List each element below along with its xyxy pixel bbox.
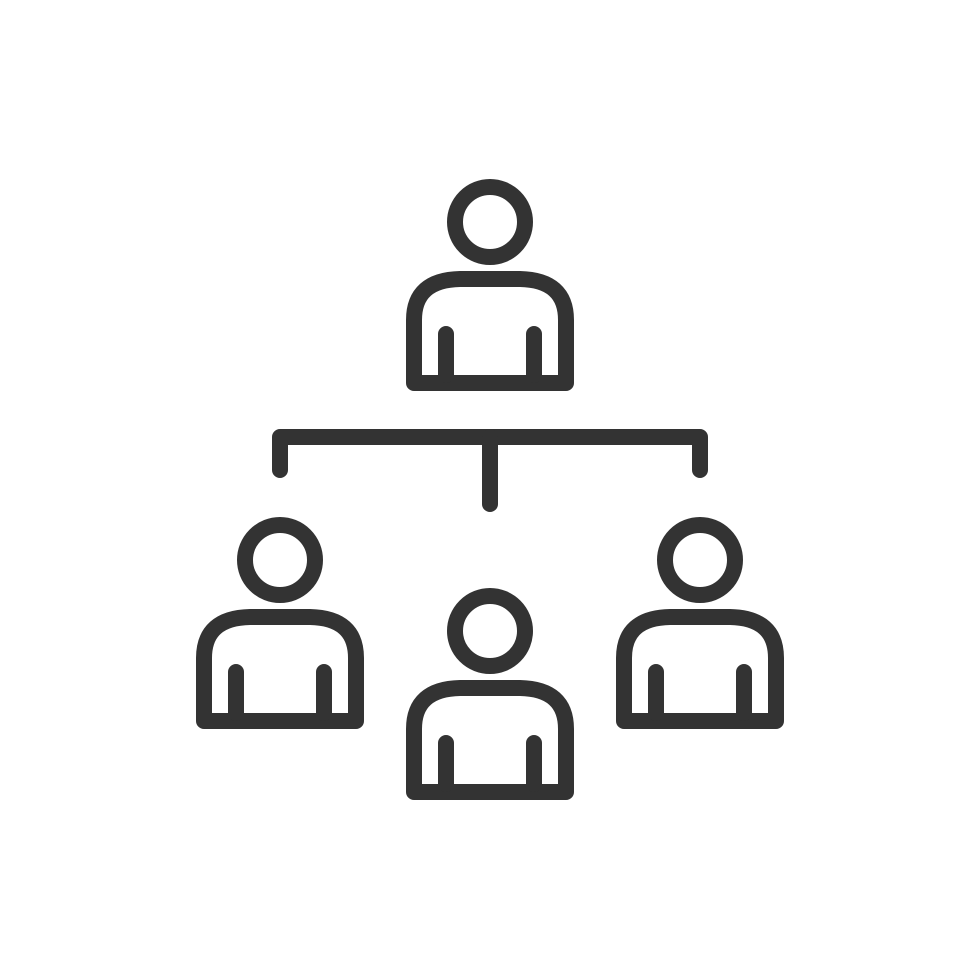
person-head xyxy=(657,517,743,603)
person-head xyxy=(447,179,533,265)
person-right-icon xyxy=(616,517,784,729)
person-head xyxy=(447,588,533,674)
person-head xyxy=(237,517,323,603)
person-body xyxy=(406,271,574,391)
person-body xyxy=(616,609,784,729)
person-body xyxy=(406,680,574,800)
person-center-icon xyxy=(406,588,574,800)
connector-lines-icon xyxy=(272,429,708,512)
person-left-icon xyxy=(196,517,364,729)
person-top-icon xyxy=(406,179,574,391)
person-body xyxy=(196,609,364,729)
